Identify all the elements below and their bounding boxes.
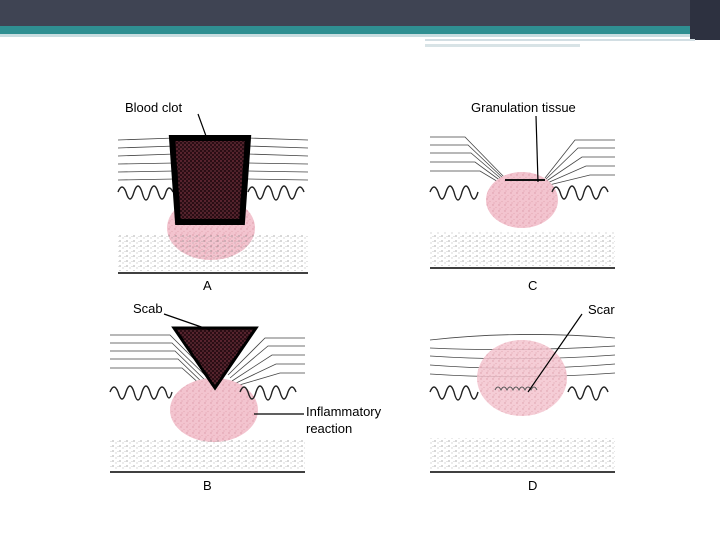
panel-label-b: B [203, 478, 212, 493]
label-inflammatory-line1: Inflammatory [306, 404, 382, 419]
label-scar: Scar [588, 302, 615, 317]
label-scab: Scab [133, 301, 163, 316]
label-inflammatory-line2: reaction [306, 421, 352, 436]
panel-a-blood-clot [172, 138, 248, 222]
panel-label-d: D [528, 478, 537, 493]
panel-label-a: A [203, 278, 212, 293]
panel-d: Scar D [430, 302, 615, 493]
panel-c: Granulation tissue C [430, 100, 615, 293]
panel-a-leader [198, 114, 206, 136]
panel-label-c: C [528, 278, 537, 293]
panel-a: Blood clot A [118, 100, 308, 293]
label-granulation-tissue: Granulation tissue [471, 100, 576, 115]
label-blood-clot: Blood clot [125, 100, 182, 115]
panel-b: Scab Inflammatory reaction B [110, 301, 382, 493]
panel-a-dermis [118, 235, 308, 271]
